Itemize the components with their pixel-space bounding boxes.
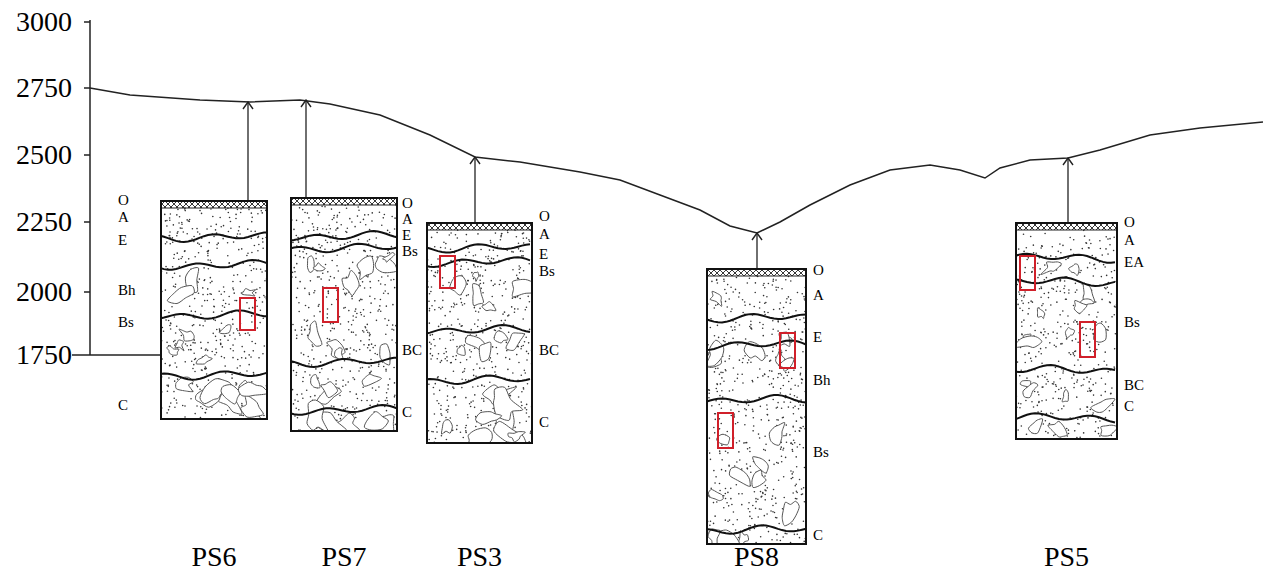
terrain-profile (90, 88, 1263, 233)
profile-name: PS7 (321, 543, 366, 571)
horizon-label: A (118, 210, 129, 225)
axis-value: 1750 (16, 341, 72, 369)
stipple (160, 207, 268, 420)
sample-markers (323, 288, 338, 322)
profile-name: PS3 (457, 543, 502, 571)
axis-baseline (72, 354, 160, 356)
horizon-label: Bs (539, 264, 555, 279)
stipple (1015, 230, 1118, 440)
location-arrow (247, 102, 248, 200)
soil-column: PS8 (706, 268, 807, 545)
horizon-label: A (813, 288, 824, 303)
rock-fragments (167, 268, 268, 418)
soil-column: PS5 (1015, 222, 1118, 440)
soil-column-art (289, 100, 398, 437)
horizon-label: A (402, 212, 413, 227)
horizon-label: A (539, 227, 550, 242)
soil-column: PS6 (160, 200, 268, 420)
location-arrow (305, 100, 306, 197)
rock-fragments (441, 272, 533, 444)
horizon-label: Bh (118, 283, 136, 298)
horizon-label: E (813, 330, 822, 345)
stipple (290, 205, 398, 432)
sample-markers (1020, 256, 1095, 357)
horizon-boundaries (706, 314, 806, 534)
stipple (706, 275, 807, 545)
horizon-label: C (539, 415, 549, 430)
horizon-label: BC (539, 343, 559, 358)
soil-column: PS3 (426, 222, 533, 444)
location-arrow (756, 233, 757, 268)
horizon-label: EA (1124, 255, 1144, 270)
horizon-label: BC (402, 343, 422, 358)
axis-ticks (84, 22, 90, 292)
profile-name: PS5 (1044, 543, 1089, 571)
horizon-boundaries (1015, 254, 1115, 423)
sample-markers (718, 333, 795, 448)
rock-fragments (1015, 262, 1118, 437)
axis-value: 3000 (16, 8, 72, 36)
horizon-label: A (1124, 233, 1135, 248)
profile-name: PS6 (191, 543, 236, 571)
horizon-label: O (402, 196, 413, 211)
profile-name: PS8 (734, 543, 779, 571)
horizon-label: O (539, 209, 550, 224)
axis-value: 2750 (16, 74, 72, 102)
horizon-label: C (402, 405, 412, 420)
horizon-label: E (402, 228, 411, 243)
horizon-label: Bs (1124, 315, 1140, 330)
rock-fragments (706, 291, 799, 545)
horizon-label: Bs (118, 315, 134, 330)
horizon-label: O (1124, 215, 1135, 230)
stipple (426, 229, 533, 444)
axis-value: 2250 (16, 208, 72, 236)
horizon-label: Bs (813, 445, 829, 460)
axis-value: 2500 (16, 141, 72, 169)
soil-column: PS7 (290, 197, 398, 432)
soil-column-art (159, 102, 268, 421)
horizon-label: Bs (402, 244, 418, 259)
axis-value: 2000 (16, 278, 72, 306)
horizon-label: C (118, 398, 128, 413)
horizon-label: BC (1124, 378, 1144, 393)
axis-line (89, 20, 91, 355)
horizon-label: O (813, 263, 824, 278)
horizon-label: C (813, 528, 823, 543)
horizon-label: C (1124, 399, 1134, 414)
horizon-boundaries (160, 232, 268, 379)
soil-column-art (1013, 158, 1118, 441)
location-arrow (474, 157, 475, 222)
horizon-label: E (118, 233, 127, 248)
horizon-label: Bh (813, 373, 831, 388)
location-arrow (1067, 158, 1068, 222)
horizon-label: O (118, 193, 129, 208)
sample-markers (240, 298, 255, 330)
horizon-boundaries (426, 244, 530, 384)
soil-column-art (705, 233, 808, 549)
horizon-boundaries (290, 231, 398, 415)
sample-markers (440, 256, 455, 288)
horizon-label: E (539, 247, 548, 262)
soil-column-art (425, 157, 538, 450)
